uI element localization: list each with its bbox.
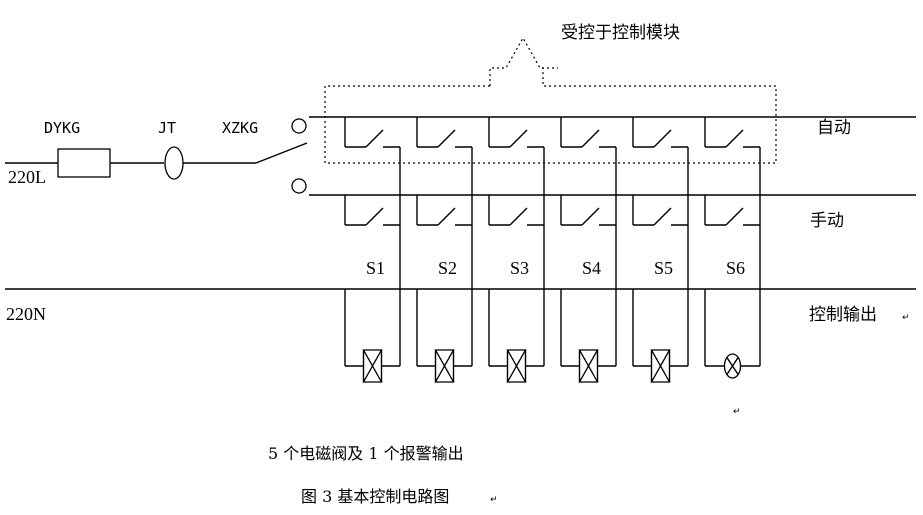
solenoid-valve-3-icon [506, 349, 527, 383]
switch-label-s5: S5 [654, 258, 673, 278]
line-220l-label: 220L [8, 167, 46, 187]
switch-3-manual-blade [509, 207, 528, 226]
control-module-dotted-box [324, 85, 777, 164]
solenoid-valve-2-icon [434, 349, 455, 383]
switch-load-columns: S1 S2 S3 S4 S5 S6 [344, 117, 761, 383]
solenoid-valve-5-icon [650, 349, 671, 383]
xzkg-selector-blade [255, 142, 308, 164]
switch-label-s6: S6 [726, 258, 745, 278]
paragraph-mark-title: ↵ [490, 495, 498, 505]
paragraph-mark-output: ↵ [902, 313, 910, 323]
switch-label-s2: S2 [438, 258, 457, 278]
control-module-dotted-arrow [489, 36, 558, 86]
switch-4-manual-blade [581, 207, 600, 226]
alarm-lamp-icon [723, 353, 742, 379]
switch-3-auto-blade [509, 129, 528, 148]
switch-6-manual-blade [725, 207, 744, 226]
switch-5-manual-blade [653, 207, 672, 226]
switch-label-s1: S1 [366, 258, 385, 278]
xzkg-contact-auto [291, 118, 307, 134]
switch-5-auto-blade [653, 129, 672, 148]
switch-6-auto-blade [725, 129, 744, 148]
dykg-breaker-symbol [57, 148, 111, 178]
switch-4-auto-blade [581, 129, 600, 148]
switch-label-s3: S3 [510, 258, 529, 278]
xzkg-contact-manual [291, 178, 307, 194]
switch-2-manual-blade [437, 207, 456, 226]
diagram-title: 图 3 基本控制电路图 [301, 487, 449, 506]
paragraph-mark-below-lamp: ↵ [733, 407, 741, 417]
jt-label: JT [158, 119, 176, 137]
switch-1-manual-blade [365, 207, 384, 226]
jt-emergency-stop-symbol [164, 146, 184, 180]
dykg-label: DYKG [44, 119, 80, 137]
control-output-label: 控制输出 [809, 305, 877, 325]
manual-mode-label: 手动 [810, 211, 844, 231]
controlled-by-module-label: 受控于控制模块 [561, 23, 680, 43]
solenoid-valve-1-icon [362, 349, 383, 383]
line-220n-label: 220N [6, 304, 46, 324]
auto-mode-label: 自动 [817, 118, 851, 138]
switch-1-auto-blade [365, 129, 384, 148]
alarm-lamp-cross-b [726, 357, 739, 375]
diagram-subtitle: 5 个电磁阀及 1 个报警输出 [268, 444, 464, 463]
switch-2-auto-blade [437, 129, 456, 148]
xzkg-label: XZKG [222, 119, 258, 137]
switch-label-s4: S4 [582, 258, 601, 278]
solenoid-valve-4-icon [578, 349, 599, 383]
